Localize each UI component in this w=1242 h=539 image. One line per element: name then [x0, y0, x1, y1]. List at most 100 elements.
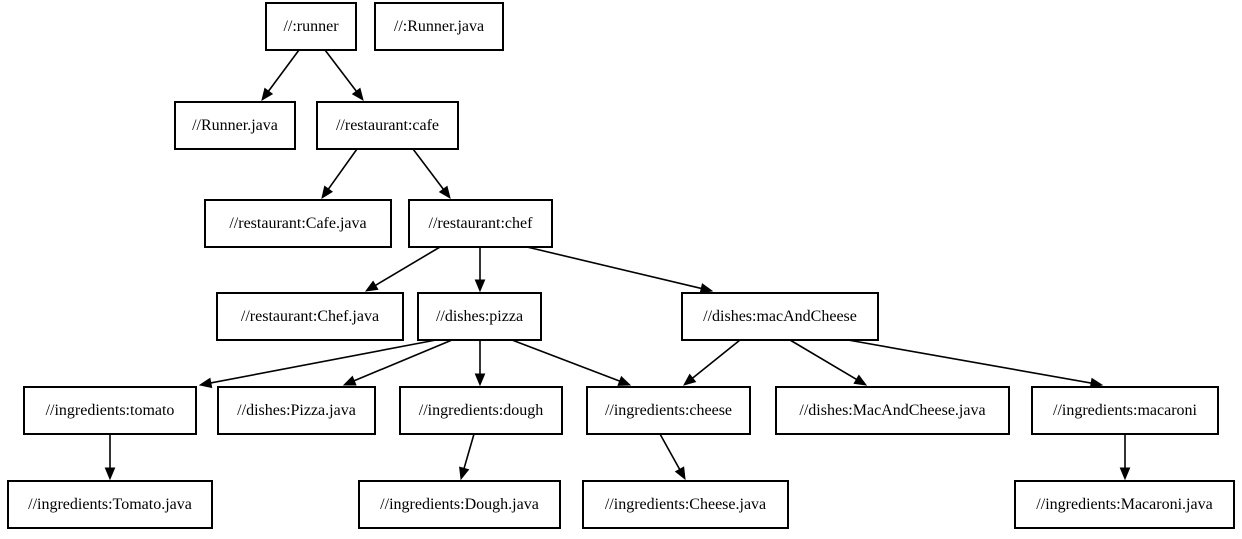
node-box[interactable] [216, 292, 404, 341]
node-label: //:Runner.java [394, 18, 484, 35]
node-box[interactable] [174, 101, 296, 150]
edge-arrowhead-icon [853, 374, 868, 386]
graph-node-dough_java[interactable]: //ingredients:Dough.java [358, 480, 561, 529]
edge-line [511, 339, 621, 382]
edge-pizza-to-tomato [198, 339, 437, 389]
edge-pizza-to-cheese [511, 339, 632, 386]
node-box[interactable] [204, 199, 392, 248]
edge-arrowhead-icon [438, 185, 451, 200]
node-box[interactable] [775, 386, 1010, 435]
node-label: //restaurant:Cafe.java [229, 215, 366, 232]
edge-line [692, 339, 741, 379]
node-box[interactable] [408, 199, 553, 248]
node-label: //ingredients:Macaroni.java [1036, 496, 1212, 513]
node-box[interactable] [7, 480, 213, 529]
node-label: //dishes:Pizza.java [237, 402, 356, 419]
node-label: //ingredients:macaroni [1053, 402, 1198, 419]
node-box[interactable] [217, 386, 376, 435]
node-label: //dishes:pizza [436, 308, 523, 325]
graph-node-cafe_java[interactable]: //restaurant:Cafe.java [204, 199, 392, 248]
node-label: //:runner [283, 18, 339, 35]
edge-macandcheese-to-macandcheese_java [789, 339, 868, 386]
nodes-layer: //:runner //:Runner.java //Runner.java //re… [7, 2, 1235, 529]
graph-node-runner_java[interactable]: //Runner.java [174, 101, 296, 150]
edge-dough-to-dough_java [459, 433, 475, 481]
node-label: //Runner.java [192, 117, 278, 134]
node-box[interactable] [265, 2, 357, 51]
edge-arrowhead-icon [682, 373, 697, 386]
edge-arrowhead-icon [474, 373, 486, 387]
edge-arrowhead-icon [261, 87, 274, 102]
graph-node-macaroni[interactable]: //ingredients:macaroni [1031, 386, 1219, 435]
edges-layer [104, 49, 1131, 481]
node-box[interactable] [1014, 480, 1235, 529]
edge-macandcheese-to-cheese [682, 339, 741, 386]
node-label: //ingredients:tomato [46, 402, 175, 419]
edge-line [210, 339, 437, 384]
graph-node-chef[interactable]: //restaurant:chef [408, 199, 553, 248]
graph-node-dough[interactable]: //ingredients:dough [399, 386, 563, 435]
node-box[interactable] [374, 2, 504, 51]
node-label: //ingredients:Dough.java [380, 496, 539, 513]
edge-line [324, 49, 357, 92]
edge-line [463, 433, 475, 469]
graph-node-chef_java[interactable]: //restaurant:Chef.java [216, 292, 404, 341]
graph-node-tomato_java[interactable]: //ingredients:Tomato.java [7, 480, 213, 529]
node-box[interactable] [399, 386, 563, 435]
edge-macandcheese-to-macaroni [847, 339, 1104, 389]
node-box[interactable] [681, 292, 879, 341]
edge-line [847, 339, 1092, 384]
edge-arrowhead-icon [342, 375, 357, 386]
edge-line [789, 339, 857, 381]
edge-runner-to-runner_java [261, 49, 300, 102]
graph-node-cheese_java[interactable]: //ingredients:Cheese.java [582, 480, 789, 529]
graph-node-pizza[interactable]: //dishes:pizza [417, 292, 542, 341]
node-label: //ingredients:cheese [605, 402, 732, 419]
node-label: //ingredients:dough [419, 402, 543, 419]
edge-cafe-to-chef [412, 148, 451, 200]
graph-node-macandcheese[interactable]: //dishes:macAndCheese [681, 292, 879, 341]
node-label: //dishes:macAndCheese [703, 308, 857, 325]
edge-arrowhead-icon [617, 375, 632, 386]
edge-chef-to-pizza [474, 247, 486, 293]
node-box[interactable] [582, 480, 789, 529]
edge-line [412, 148, 445, 190]
graph-node-cafe[interactable]: //restaurant:cafe [316, 101, 459, 150]
node-box[interactable] [586, 386, 751, 435]
node-label: //ingredients:Cheese.java [605, 496, 766, 513]
node-box[interactable] [23, 386, 197, 435]
edge-line [327, 148, 358, 190]
node-label: //restaurant:cafe [336, 117, 439, 134]
node-label: //restaurant:Chef.java [241, 308, 379, 325]
edge-cafe-to-cafe_java [321, 148, 358, 200]
edge-arrowhead-icon [321, 185, 334, 200]
node-box[interactable] [417, 292, 542, 341]
edge-arrowhead-icon [699, 283, 714, 294]
edge-arrowhead-icon [674, 466, 686, 481]
edge-runner-to-cafe [324, 49, 364, 102]
edge-tomato-to-tomato_java [104, 434, 116, 481]
graph-node-macaroni_java[interactable]: //ingredients:Macaroni.java [1014, 480, 1235, 529]
edge-line [267, 49, 300, 92]
edge-cheese-to-cheese_java [659, 433, 686, 481]
graph-node-tomato[interactable]: //ingredients:tomato [23, 386, 197, 435]
graph-node-cheese[interactable]: //ingredients:cheese [586, 386, 751, 435]
edge-arrowhead-icon [459, 466, 470, 481]
edge-pizza-to-pizza_java [342, 339, 453, 386]
node-box[interactable] [358, 480, 561, 529]
node-box[interactable] [1031, 386, 1219, 435]
edge-arrowhead-icon [474, 279, 486, 293]
graph-node-pizza_java[interactable]: //dishes:Pizza.java [217, 386, 376, 435]
graph-node-runner[interactable]: //:runner [265, 2, 357, 51]
edge-line [375, 246, 441, 287]
edge-pizza-to-dough [474, 340, 486, 387]
edge-arrowhead-icon [1119, 467, 1131, 481]
edge-chef-to-macandcheese [526, 246, 714, 294]
edge-arrowhead-icon [198, 377, 213, 389]
graph-node-runner_java_root[interactable]: //:Runner.java [374, 2, 504, 51]
node-box[interactable] [316, 101, 459, 150]
graph-node-macandcheese_java[interactable]: //dishes:MacAndCheese.java [775, 386, 1010, 435]
edge-line [526, 246, 702, 290]
